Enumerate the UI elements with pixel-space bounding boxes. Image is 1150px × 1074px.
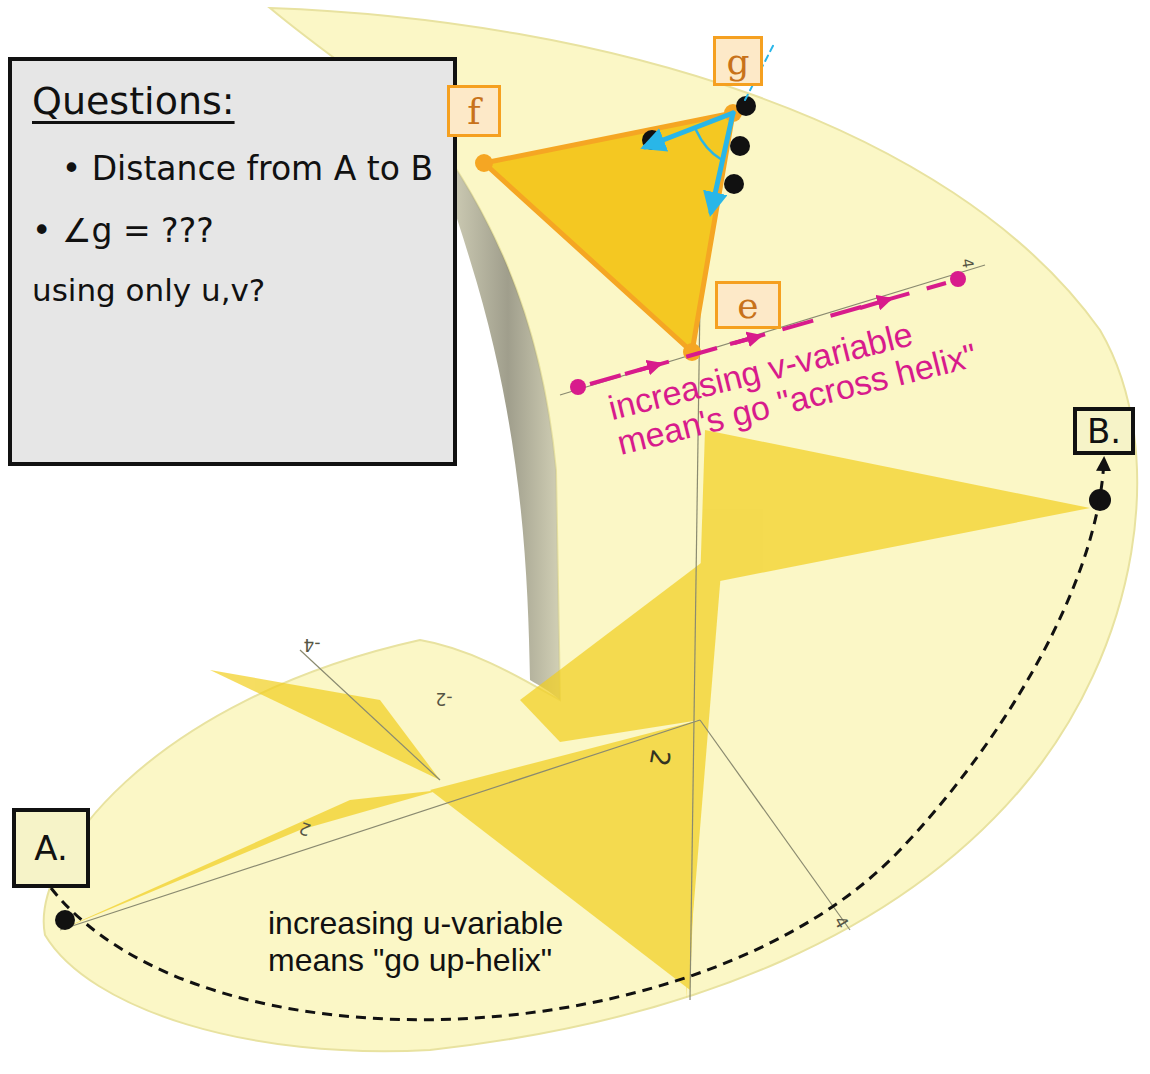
axis-tick: -4: [292, 636, 332, 653]
point-label: A.: [12, 808, 90, 888]
question-box: Questions: • Distance from A to B • ∠g = ?…: [8, 57, 457, 466]
axis-tick: 2: [645, 741, 676, 775]
vertex-label: g: [713, 36, 763, 86]
node-label: B.: [1087, 411, 1121, 451]
question-line: • ∠g = ???: [32, 211, 214, 250]
point-a: [55, 910, 75, 930]
black-dots: [642, 96, 756, 194]
node-label: A.: [34, 828, 67, 868]
vertex-label: e: [715, 281, 781, 329]
box-heading: Questions:: [32, 79, 235, 123]
vertex-f: [475, 154, 493, 172]
node-label: g: [726, 41, 749, 82]
triangle-efg-fill: [484, 113, 733, 352]
dashed-connector: [51, 459, 1104, 1020]
vertex-label: f: [447, 85, 501, 137]
node-label: f: [467, 91, 480, 132]
question-line: using only u,v?: [32, 272, 265, 308]
connector-label: increasing u-variable means "go up-helix…: [268, 905, 648, 979]
point-label: B.: [1073, 407, 1135, 455]
surface-shards: [60, 430, 1090, 1000]
node-label: e: [737, 285, 758, 326]
question-line: • Distance from A to B: [32, 149, 433, 189]
axis-tick: -2: [424, 690, 464, 707]
triangle-efg-outline: [484, 113, 733, 352]
